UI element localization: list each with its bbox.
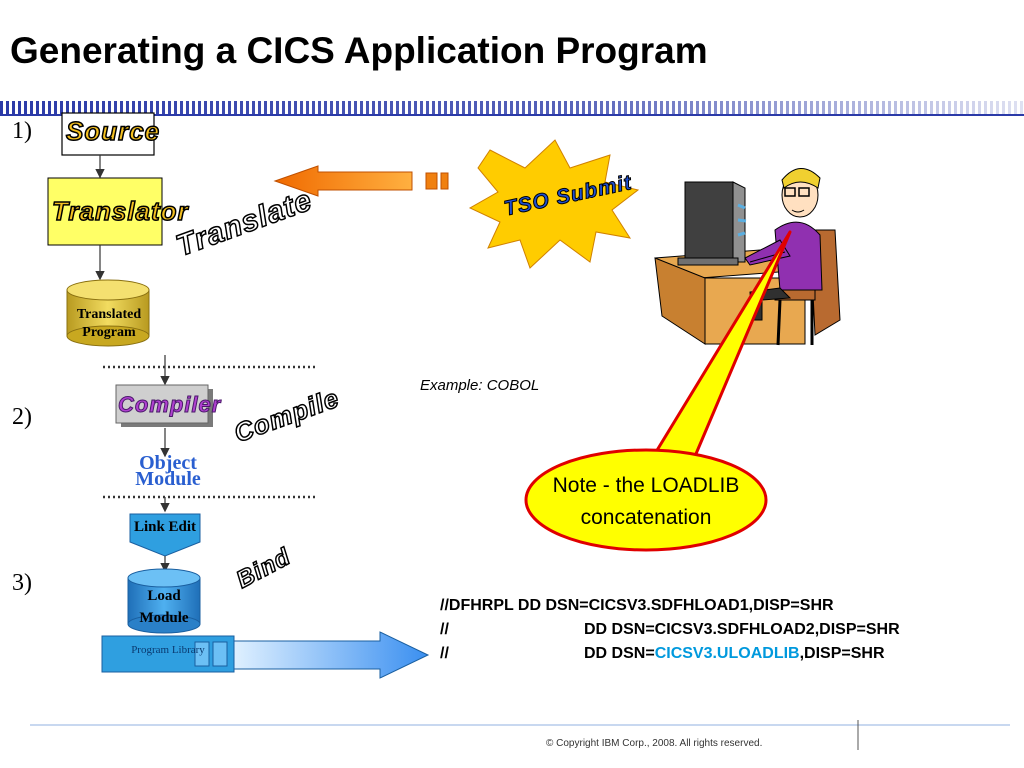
- copyright-footer: © Copyright IBM Corp., 2008. All rights …: [546, 738, 763, 749]
- step-1-label: 1): [12, 118, 32, 144]
- jcl-line-3-highlight: CICSV3.ULOADLIB: [654, 645, 800, 662]
- program-library-label: Program Library: [131, 644, 205, 656]
- title-band: [0, 101, 1024, 116]
- step-3-label: 3): [12, 570, 32, 596]
- source-label: Source: [65, 115, 161, 147]
- jcl-line-3-prefix: //: [440, 645, 449, 662]
- load-module-cylinder: [127, 568, 201, 634]
- load-module-label: Load Module: [139, 588, 189, 626]
- callout-note: Note - the LOADLIB concatenation: [552, 474, 740, 529]
- jcl-line-3-dd: DD DSN=: [584, 645, 655, 662]
- program-library-box: [101, 635, 235, 673]
- tso-starburst: [468, 139, 640, 269]
- page-title: Generating a CICS Application Program: [10, 30, 708, 71]
- person-at-computer: [654, 168, 841, 346]
- link-edit-label: Link Edit: [133, 519, 197, 535]
- translator-box: [47, 177, 163, 246]
- step-2-label: 2): [12, 404, 32, 430]
- compiler-label: Compiler: [117, 392, 222, 418]
- jcl-line-3-suffix: ,DISP=SHR: [799, 645, 885, 662]
- callout-ellipse: [524, 448, 768, 552]
- jcl-line-2: //: [440, 618, 449, 642]
- translated-program-cylinder: [66, 279, 150, 347]
- translated-program-label: Translated Program: [76, 307, 142, 340]
- compiler-box: [115, 384, 213, 427]
- jcl-line-3: //: [440, 642, 449, 666]
- jcl-line-1: //DFHRPL DD DSN=CICSV3.SDFHLOAD1,DISP=SH…: [440, 597, 834, 614]
- translator-label: Translator: [51, 195, 189, 227]
- jcl-line-2-prefix: //: [440, 621, 449, 638]
- output-arrow: [233, 631, 430, 679]
- example-label: Example: COBOL: [420, 377, 540, 394]
- link-edit-shape: [129, 513, 201, 557]
- object-module-label: Object Module: [135, 452, 201, 490]
- jcl-line-2-rest: DD DSN=CICSV3.SDFHLOAD2,DISP=SHR: [584, 621, 900, 638]
- jcl-line-3-rest: DD DSN=CICSV3.ULOADLIB,DISP=SHR: [584, 642, 885, 666]
- source-box: [61, 112, 155, 156]
- submit-arrow: [273, 165, 449, 197]
